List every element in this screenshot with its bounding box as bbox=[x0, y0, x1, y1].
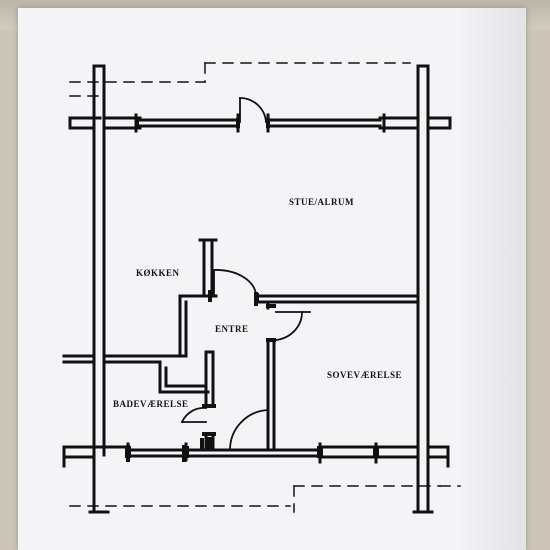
room-label-kokken: KØKKEN bbox=[136, 268, 180, 278]
room-label-stue: STUE/ALRUM bbox=[289, 197, 355, 207]
doors bbox=[180, 97, 311, 451]
junction-marks bbox=[126, 290, 276, 462]
wall-markers bbox=[125, 118, 379, 458]
sheet-shadow bbox=[458, 8, 526, 550]
interior-walls bbox=[62, 238, 420, 452]
wall-ticks bbox=[62, 64, 452, 514]
room-label-badevaerelse: BADEVÆRELSE bbox=[113, 399, 189, 409]
outer-walls bbox=[62, 64, 452, 514]
room-label-entre: ENTRE bbox=[215, 324, 249, 334]
room-label-sovevaerelse: SOVEVÆRELSE bbox=[327, 370, 403, 380]
